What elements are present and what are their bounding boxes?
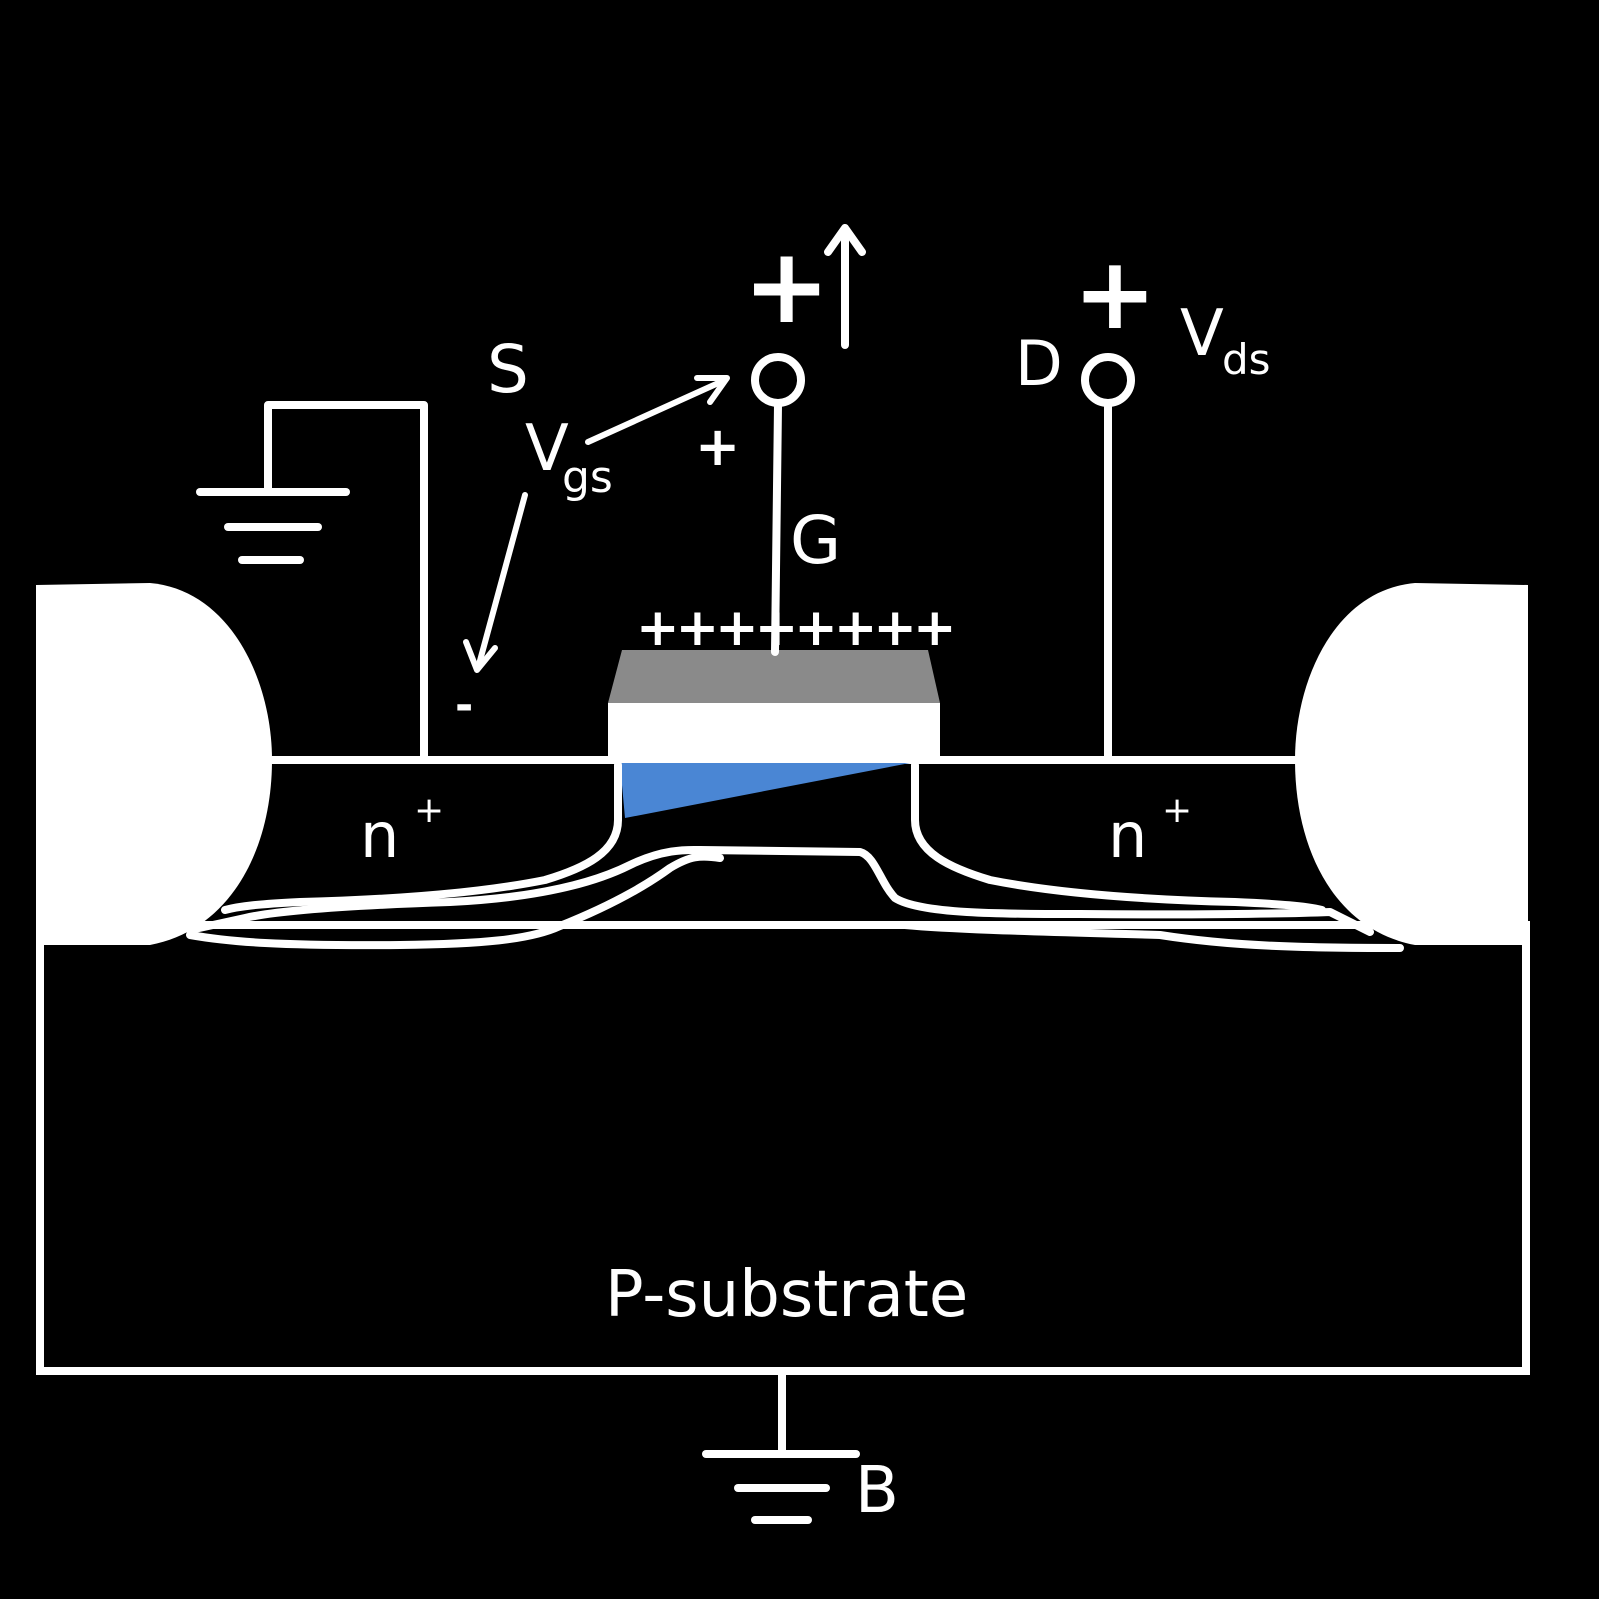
field-oxide-right bbox=[1295, 583, 1528, 945]
drain-label: D bbox=[1015, 327, 1063, 400]
vgs-arrow-to-gate-icon bbox=[585, 375, 730, 445]
vgs-arrow-to-source-icon bbox=[463, 492, 528, 673]
vgs-label-sub: gs bbox=[562, 452, 613, 503]
substrate-body bbox=[36, 921, 1530, 1375]
gate-charge-label: ++++++++ bbox=[636, 598, 953, 658]
n-plus-right-boundary bbox=[911, 761, 1326, 914]
n-plus-left-sup: + bbox=[414, 790, 444, 831]
depletion-boundary-outer bbox=[186, 852, 724, 950]
source-wire bbox=[264, 401, 428, 761]
gate-oxide bbox=[608, 703, 940, 760]
vgs-label-main: V bbox=[525, 412, 569, 486]
field-oxide-left bbox=[36, 583, 272, 945]
n-plus-right-main: n bbox=[1108, 799, 1147, 872]
up-arrow-icon bbox=[824, 224, 866, 349]
depletion-boundary-inner bbox=[186, 845, 1374, 936]
vds-label-main: V bbox=[1180, 297, 1224, 371]
n-plus-right-sup: + bbox=[1162, 790, 1192, 831]
n-plus-left-main: n bbox=[360, 799, 399, 872]
vds-label-sub: ds bbox=[1222, 335, 1271, 384]
body-ground-icon bbox=[702, 1450, 860, 1524]
gate-terminal-icon bbox=[751, 353, 805, 407]
source-label: S bbox=[487, 331, 529, 408]
substrate-label: P-substrate bbox=[605, 1258, 968, 1332]
gate-electrode bbox=[608, 650, 940, 703]
vgs-minus-sign: - bbox=[455, 680, 473, 731]
vgs-plus-sign: + bbox=[695, 415, 740, 478]
inversion-channel bbox=[620, 763, 910, 818]
drain-plus-sign: + bbox=[1073, 235, 1157, 352]
n-plus-left-boundary bbox=[221, 761, 622, 914]
source-ground-icon bbox=[196, 488, 350, 564]
gate-label: G bbox=[790, 502, 841, 579]
depletion-boundary-outer-right bbox=[901, 921, 1404, 952]
gate-wire bbox=[771, 401, 782, 656]
body-label: B bbox=[855, 1454, 899, 1528]
drain-terminal-icon bbox=[1081, 353, 1135, 407]
gate-plus-sign: + bbox=[743, 225, 830, 347]
